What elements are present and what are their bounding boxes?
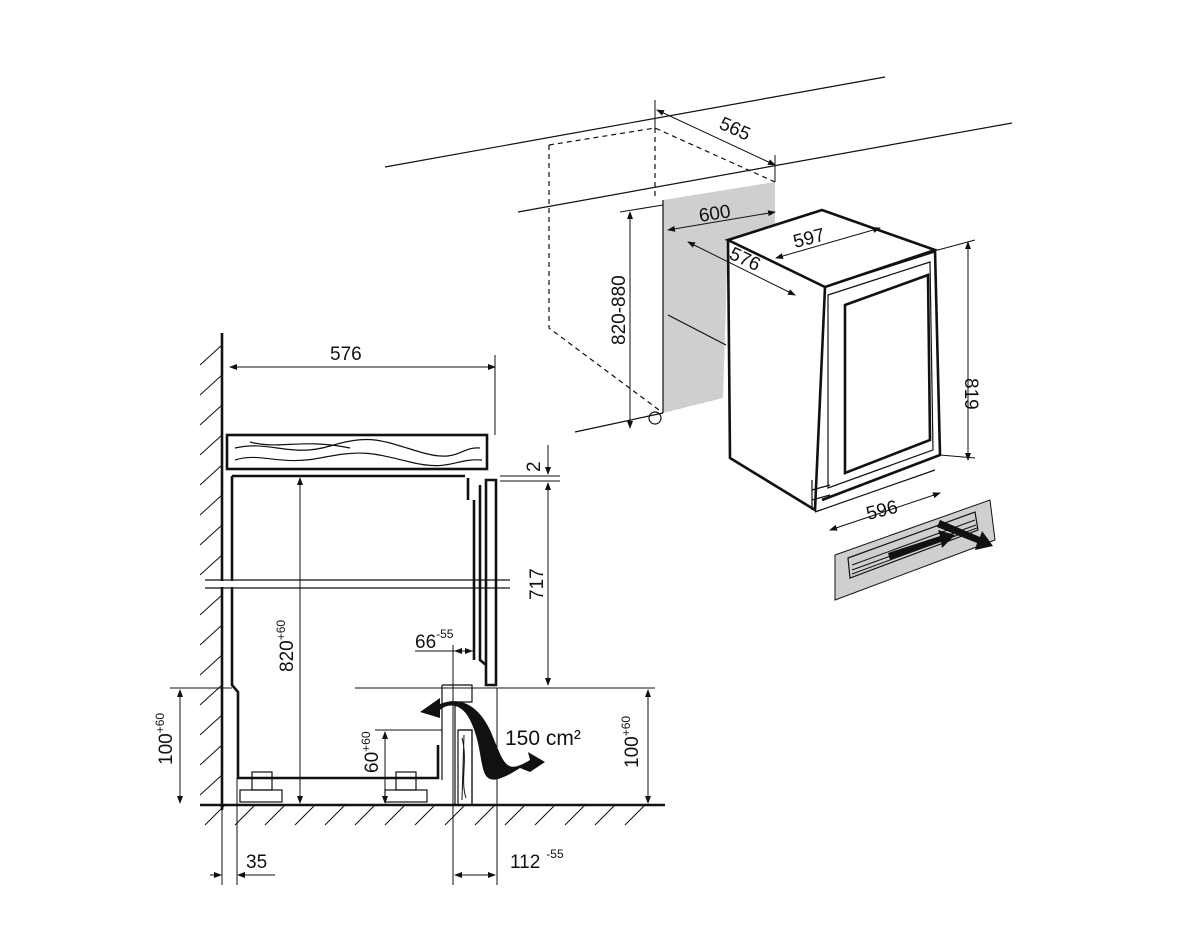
appliance-section [205, 474, 511, 806]
section-view: 576 820+60 2 717 100+60 100+60 60+60 66-… [153, 333, 665, 885]
airflow-out-arrow-icon [937, 520, 993, 550]
countertop [225, 433, 489, 471]
vent-area-label: 150 cm² [505, 727, 581, 750]
wall-line [384, 76, 886, 168]
dim-717: 717 [527, 568, 548, 600]
dim-596: 596 [864, 497, 900, 525]
dim-820-880: 820-880 [609, 275, 630, 345]
dim-600: 600 [697, 201, 732, 227]
dim-2: 2 [524, 461, 545, 472]
dim-35: 35 [246, 852, 267, 873]
ventilation-grille [834, 499, 996, 601]
dim-820: 820+60 [274, 620, 298, 672]
wall-hatching [199, 344, 223, 796]
dim-112: 112-55 [510, 847, 564, 873]
dim-819: 819 [960, 378, 981, 410]
counter-line [517, 122, 1013, 213]
foot-icon [648, 411, 662, 425]
foot-right [384, 789, 428, 803]
dim-100-left: 100+60 [153, 713, 177, 765]
niche-back-panel [663, 182, 775, 413]
airflow-in-arrow-icon [888, 530, 955, 560]
dim-66: 66-55 [415, 627, 454, 653]
dim-100-right: 100+60 [619, 716, 643, 768]
airflow-arrow-icon [420, 698, 545, 780]
dim-60: 60+60 [359, 731, 383, 773]
niche-outline [548, 127, 776, 414]
foot-left [239, 789, 283, 803]
dim-597: 597 [791, 225, 827, 253]
dim-576: 576 [330, 344, 362, 365]
dim-576-iso: 576 [726, 243, 764, 275]
isometric-view: 565 600 820-880 597 576 819 596 [384, 76, 1013, 601]
